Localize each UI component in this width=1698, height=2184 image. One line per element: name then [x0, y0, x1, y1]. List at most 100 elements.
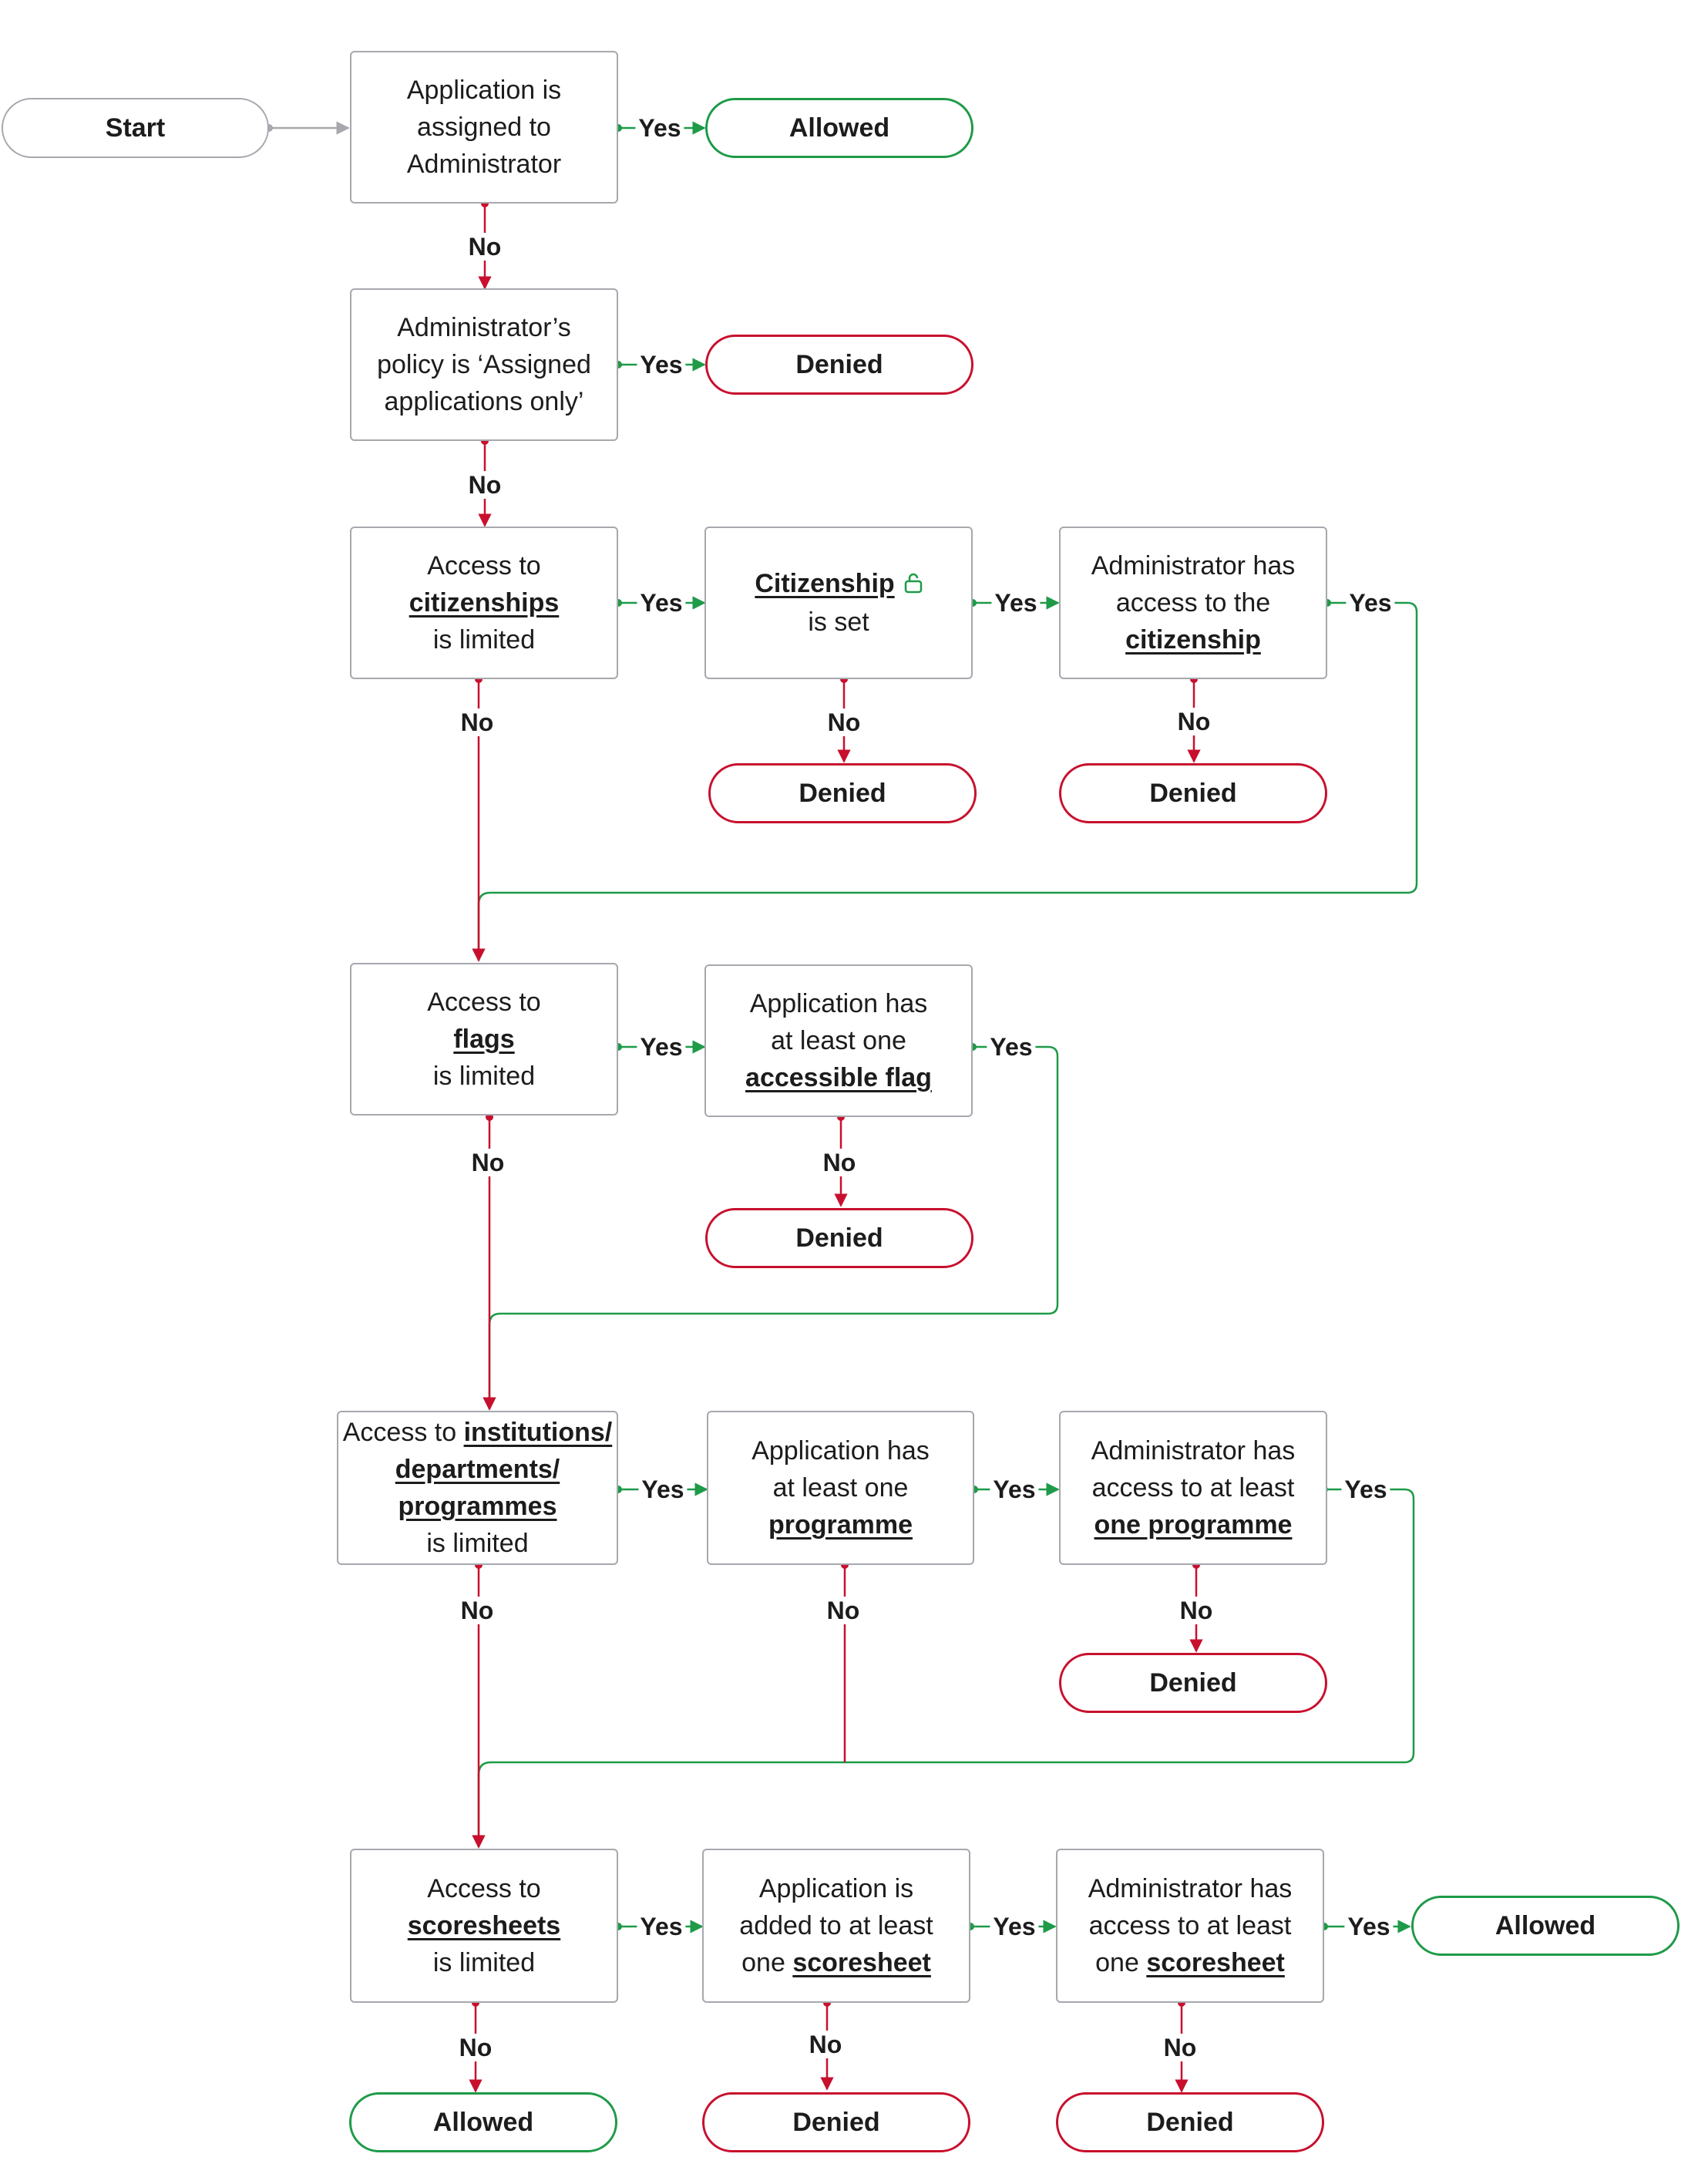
outcome-allowed-scoresheet-access: Allowed [1411, 1896, 1680, 1956]
node-text-link: citizenships [409, 588, 560, 618]
node-text-link: programmes [398, 1492, 557, 1521]
edge-label-yes: Yes [1346, 589, 1395, 617]
node-application-programme: Application has at least one programme [707, 1411, 974, 1565]
node-text-link: citizenship [1125, 625, 1261, 655]
edge-label-no: No [457, 1597, 497, 1624]
node-text-line: programme [751, 1506, 930, 1543]
node-text-line: is limited [427, 1058, 540, 1095]
node-text-line: Administrator [407, 146, 561, 183]
node-text-plain: is limited [432, 1948, 536, 1977]
edge-label-no: No [819, 1149, 859, 1176]
node-text-plain: added to at least [739, 1911, 933, 1940]
node-text-plain: Access to [427, 988, 541, 1017]
node-text-link: scoresheet [792, 1948, 931, 1977]
node-application-scoresheet: Application is added to at least one score… [702, 1849, 970, 2003]
node-text-plain: Administrator’s [397, 313, 571, 342]
node-citizenships-limited: Access to citizenships is limited [350, 527, 618, 679]
node-text-plain: Application has [751, 1436, 930, 1466]
outcome-denied-scoresheet-access: Denied [1056, 2092, 1324, 2152]
node-admin-scoresheet-access: Administrator has access to at least one s… [1056, 1849, 1324, 2003]
node-text-line: Administrator has [1091, 547, 1296, 584]
node-text: Citizenship is set [755, 565, 922, 641]
node-admin-citizenship-access: Administrator has access to the citizenshi… [1059, 527, 1327, 679]
node-text-line: at least one [745, 1022, 932, 1059]
edge-label-yes: Yes [990, 1913, 1039, 1940]
node-institutions-limited: Access to institutions/departments/progr… [337, 1411, 618, 1565]
node-text-plain: Application has [749, 989, 928, 1018]
node-text-plain: is limited [432, 625, 536, 655]
edge-label-yes: Yes [637, 351, 686, 379]
node-text-link: departments/ [395, 1455, 560, 1484]
node-text: Access to citizenships is limited [409, 547, 560, 658]
edge-label-yes: Yes [637, 589, 686, 617]
node-text-link: scoresheets [407, 1911, 561, 1940]
node-text-plain: Access to [427, 1874, 541, 1903]
edge-label-yes: Yes [990, 1476, 1039, 1503]
edge-label-no: No [1174, 708, 1214, 735]
node-text-link: programme [768, 1510, 913, 1540]
edge-label-no: No [1176, 1597, 1216, 1624]
node-text: Application is added to at least one score… [739, 1870, 933, 1981]
node-text-line: Administrator’s [377, 309, 591, 346]
node-text-line: Access to [408, 1870, 560, 1907]
node-text: Access to institutions/departments/progr… [343, 1414, 613, 1562]
node-text-plain: Administrator has [1088, 1874, 1293, 1903]
outcome-denied-flags: Denied [705, 1208, 973, 1268]
node-text-line: Application is [739, 1870, 933, 1907]
node-text-line: scoresheets [408, 1907, 560, 1944]
node-text: Access to scoresheets is limited [408, 1870, 560, 1981]
node-text-link: scoresheet [1146, 1948, 1285, 1977]
node-text-link: one programme [1094, 1510, 1293, 1540]
outcome-denied-policy: Denied [705, 335, 973, 395]
node-text-line: Access to institutions/ [343, 1414, 613, 1451]
node-text-line: accessible flag [745, 1059, 932, 1096]
no-edges [469, 204, 1203, 2093]
node-flags-limited: Access to flags is limited [350, 963, 618, 1116]
node-text-line: at least one [751, 1469, 930, 1506]
node-text-plain: is limited [426, 1529, 529, 1558]
node-text-line: citizenship [1091, 621, 1296, 658]
node-text-line: Access to [409, 547, 560, 584]
node-text: Administrator has access to at least one s… [1088, 1870, 1293, 1981]
node-text-link: institutions/ [463, 1418, 613, 1447]
outcome-allowed-scoresheets-not-limited: Allowed [349, 2092, 617, 2152]
node-text-plain: Access to [342, 1418, 464, 1447]
node-text-plain: one [741, 1948, 793, 1977]
node-text-plain: assigned to [417, 113, 551, 142]
outcome-denied-scoresheet-added: Denied [702, 2092, 970, 2152]
node-text: Access to flags is limited [427, 984, 540, 1095]
node-text-line: applications only’ [377, 383, 591, 420]
node-text-plain: Application is [758, 1874, 914, 1903]
node-text-line: Administrator has [1091, 1432, 1296, 1469]
edge-label-yes: Yes [987, 1033, 1036, 1061]
node-text-line: Administrator has [1088, 1870, 1293, 1907]
edge-label-no: No [824, 708, 864, 736]
edge-label-no: No [468, 1149, 508, 1176]
node-text-line: access to at least [1088, 1907, 1293, 1944]
node-text-plain: at least one [772, 1473, 909, 1503]
node-text-plain: one [1095, 1948, 1147, 1977]
edge-label-yes: Yes [637, 1913, 686, 1940]
node-text-link: Citizenship [755, 568, 895, 598]
outcome-allowed-assigned: Allowed [705, 98, 973, 158]
node-text-plain: is limited [432, 1062, 536, 1091]
node-text-line: one scoresheet [739, 1944, 933, 1981]
edge-label-no: No [465, 233, 505, 261]
edge-label-yes: Yes [991, 589, 1041, 617]
node-text-line: is limited [409, 621, 560, 658]
node-text-line: flags [427, 1021, 540, 1058]
node-text-plain: access to the [1115, 588, 1271, 618]
node-text-line: added to at least [739, 1907, 933, 1944]
node-text-plain: Administrator has [1091, 1436, 1296, 1466]
node-text-line: is set [755, 604, 922, 641]
edge-label-yes: Yes [1341, 1476, 1390, 1503]
node-text-line: Access to [427, 984, 540, 1021]
node-text-plain: access to at least [1091, 1473, 1295, 1503]
node-text-link: flags [453, 1025, 515, 1054]
